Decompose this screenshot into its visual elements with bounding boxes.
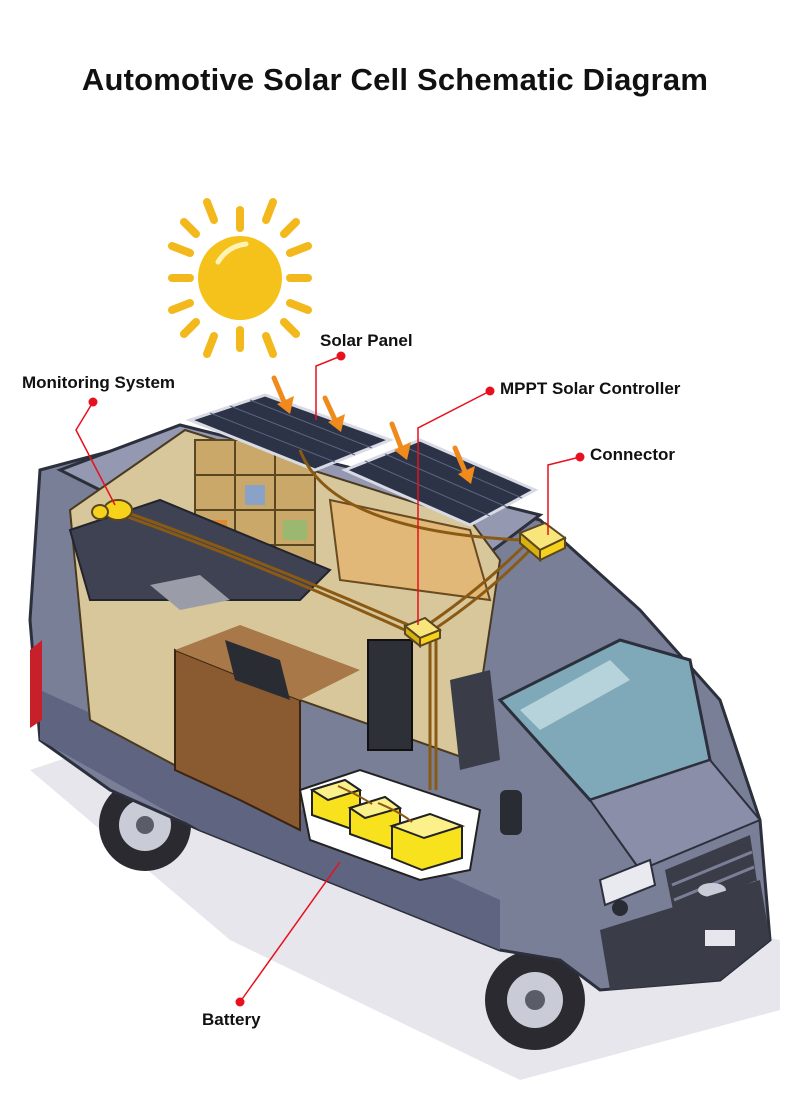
van-illustration	[28, 423, 772, 1050]
label-solar-panel: Solar Panel	[320, 331, 413, 350]
sunlight-arrow-icons	[271, 375, 475, 484]
battery-bank-icon	[298, 768, 482, 882]
solar-panel-array	[185, 393, 539, 527]
callout-lines	[75, 355, 581, 1003]
label-mppt-controller: MPPT Solar Controller	[500, 379, 681, 398]
callout-dots	[88, 351, 585, 1007]
connector-box-icon	[518, 521, 567, 563]
diagram-title: Automotive Solar Cell Schematic Diagram	[81, 62, 709, 97]
mppt-controller-icon	[403, 616, 442, 649]
label-monitoring-system: Monitoring System	[22, 373, 176, 392]
monitoring-system-icon	[91, 499, 133, 521]
sun-icon	[168, 198, 312, 358]
label-connector: Connector	[590, 445, 675, 464]
label-battery: Battery	[202, 1010, 261, 1029]
